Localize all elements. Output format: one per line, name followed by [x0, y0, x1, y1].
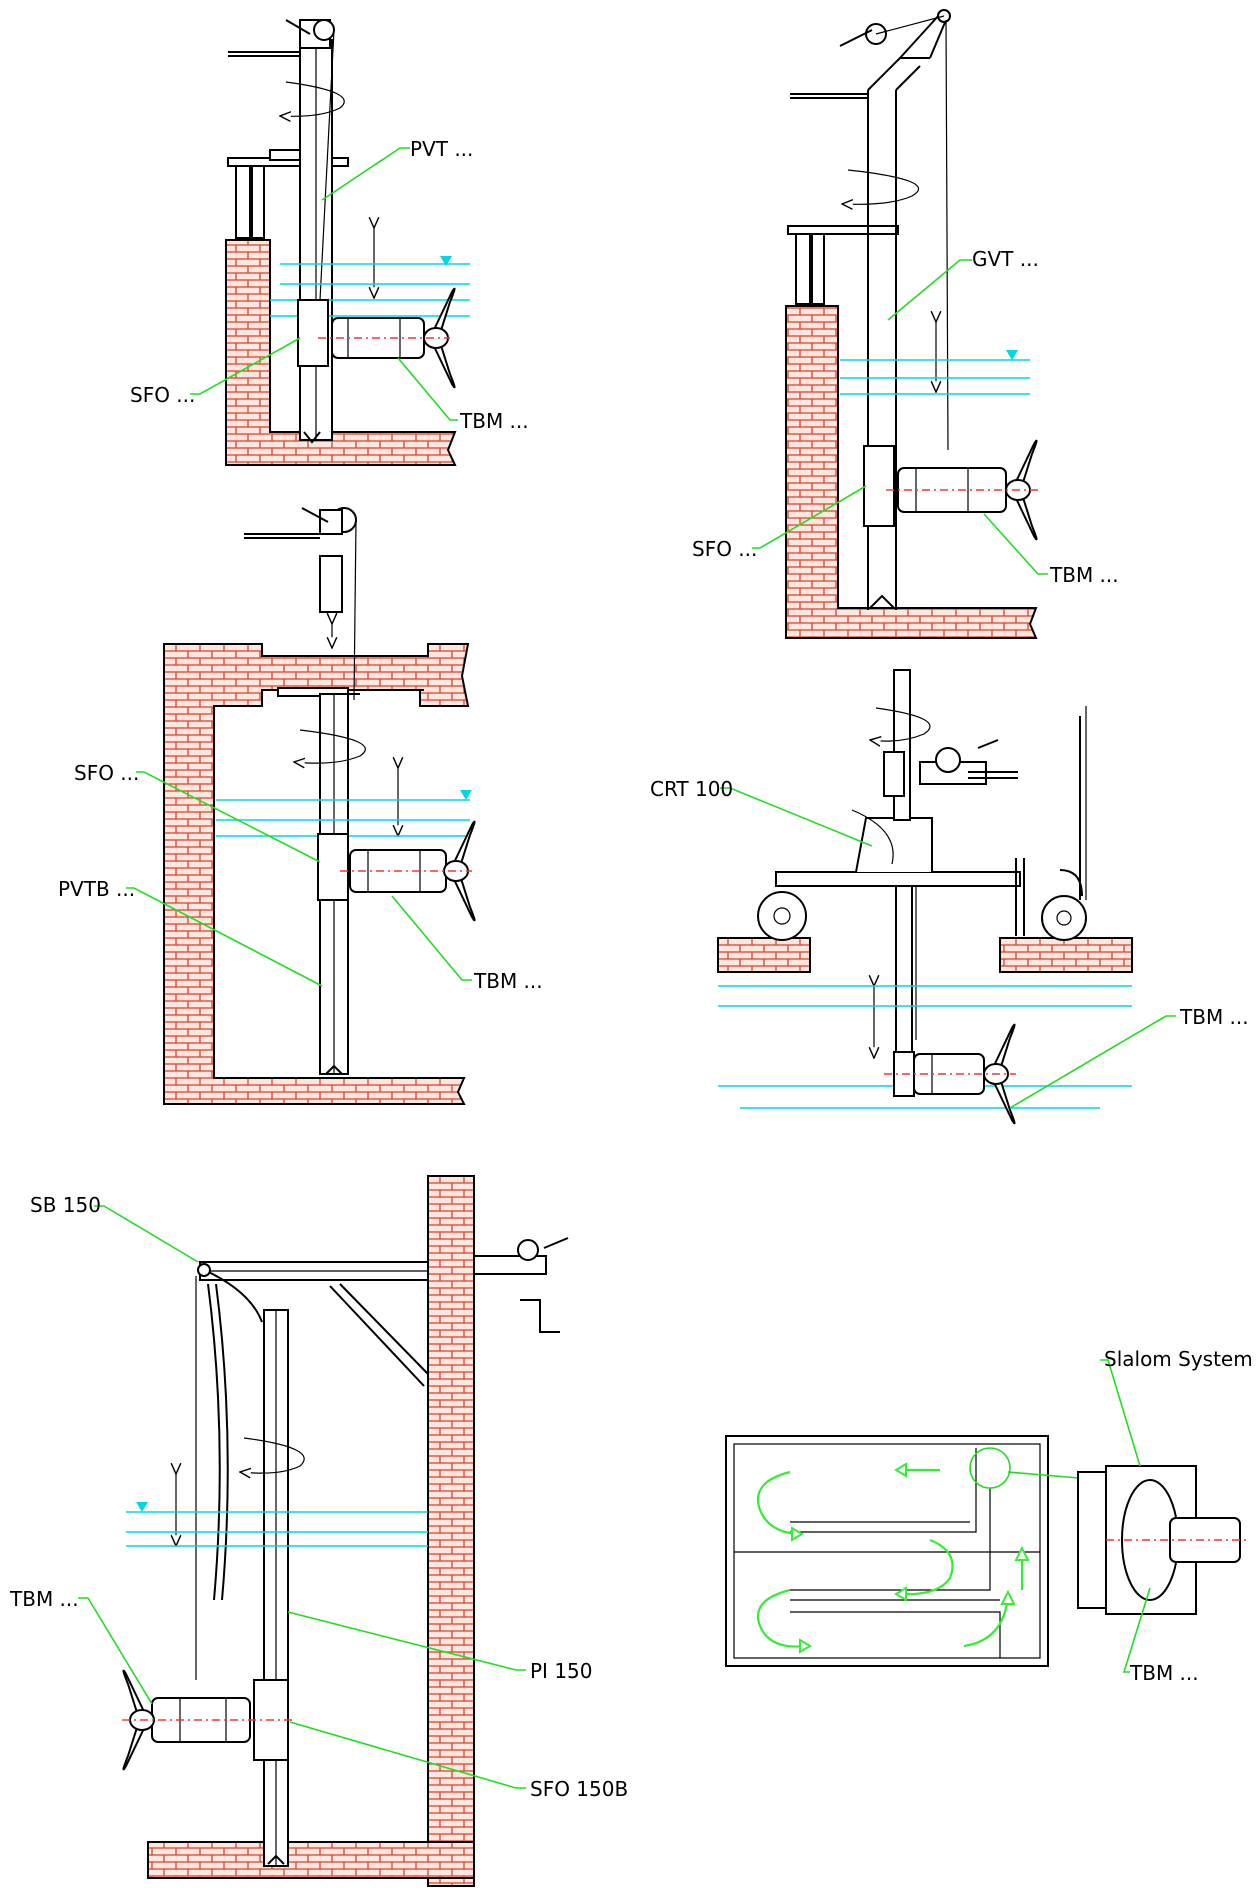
brick-wall: [163, 643, 470, 1105]
baffle-bottom: [790, 1611, 1001, 1658]
mixer-location: [969, 1447, 1011, 1489]
panel-gvt: GVT ... SFO ... TBM ...: [692, 9, 1119, 639]
leader-tbm: [983, 513, 1048, 575]
leader-crt: [720, 787, 873, 847]
leader-tbm: [1009, 1015, 1176, 1109]
baffle-upper: [790, 1448, 977, 1533]
drop-shaft: [895, 885, 913, 1059]
water-level: [126, 1502, 428, 1547]
rotation-arrow: [842, 169, 919, 204]
label-tbm: TBM ...: [9, 1587, 79, 1611]
tbm-mixer: [122, 1669, 296, 1771]
basin-inner: [733, 1443, 1041, 1659]
panel-crt: CRT 100 TBM ...: [650, 669, 1249, 1125]
tbm-mixer: [340, 820, 476, 922]
leader-slalom: [1100, 1359, 1141, 1467]
brick-wall: [785, 305, 1038, 639]
basin-outer: [725, 1435, 1049, 1667]
leader-tbm: [1122, 1587, 1151, 1673]
panel-sb: SB 150 TBM ... PI 150 SFO 150B: [9, 1175, 628, 1887]
tbm-mixer: [886, 439, 1040, 541]
leader-tbm: [391, 895, 472, 981]
trolley-wheel-left: [757, 891, 807, 941]
panel-pvtb: SFO ... PVTB ... TBM ...: [58, 507, 543, 1105]
label-tbm: TBM ...: [1049, 563, 1119, 587]
leader-sfo: [289, 1721, 526, 1789]
rotation-arrow: [870, 707, 931, 741]
label-slalom: Slalom System: [1104, 1347, 1253, 1371]
label-sfo: SFO ...: [74, 761, 139, 785]
tbm-mixer: [318, 287, 456, 389]
leader-sfo: [136, 771, 321, 863]
panel-pvt: PVT ... SFO ... TBM ...: [130, 19, 529, 466]
label-pi: PI 150: [530, 1659, 593, 1683]
brick-wall: [148, 1175, 475, 1887]
label-tbm: TBM ...: [473, 969, 543, 993]
rotation-arrow: [294, 729, 366, 763]
guide-mast: [867, 90, 897, 610]
label-sfo: SFO ...: [130, 383, 195, 407]
baffle-lower: [790, 1488, 991, 1591]
brick-wall: [225, 239, 457, 466]
leader-pvtb: [126, 887, 323, 987]
label-sfo: SFO 150B: [530, 1777, 628, 1801]
ground-brick-right: [999, 937, 1133, 973]
leader-tbm: [397, 357, 458, 421]
sfo-bracket: [297, 299, 329, 367]
leader-gvt: [887, 259, 972, 321]
leader-sfo: [190, 337, 301, 395]
label-tbm: TBM ...: [459, 409, 529, 433]
tbm-mixer-detail: [1077, 1465, 1250, 1615]
panel-slalom: Slalom System TBM ...: [725, 1347, 1253, 1685]
tbm-mixer: [884, 1023, 1016, 1125]
leader-pvt: [321, 147, 410, 201]
leader-sfo: [752, 485, 867, 549]
label-sfo: SFO ...: [692, 537, 757, 561]
rotation-arrow: [240, 1437, 305, 1473]
leader-pi: [287, 1611, 526, 1671]
sfo-bracket: [317, 833, 349, 901]
rotation-arrow: [280, 81, 345, 116]
leader-sb: [94, 1205, 199, 1263]
flow-arrows: [757, 1462, 1030, 1654]
label-tbm: TBM ...: [1179, 1005, 1249, 1029]
ground-brick-left: [717, 937, 811, 973]
label-pvtb: PVTB ...: [58, 877, 135, 901]
label-sb: SB 150: [30, 1193, 101, 1217]
label-gvt: GVT ...: [972, 247, 1039, 271]
label-crt: CRT 100: [650, 777, 733, 801]
sfo-bracket: [863, 445, 895, 527]
leader-tbm: [78, 1597, 153, 1705]
platform-deck: [787, 225, 899, 235]
water-level: [840, 350, 1030, 395]
label-tbm: TBM ...: [1129, 1661, 1199, 1685]
label-pvt: PVT ...: [410, 137, 473, 161]
trolley-wheel-right: [1041, 895, 1087, 941]
trolley-frame: [775, 871, 1021, 887]
